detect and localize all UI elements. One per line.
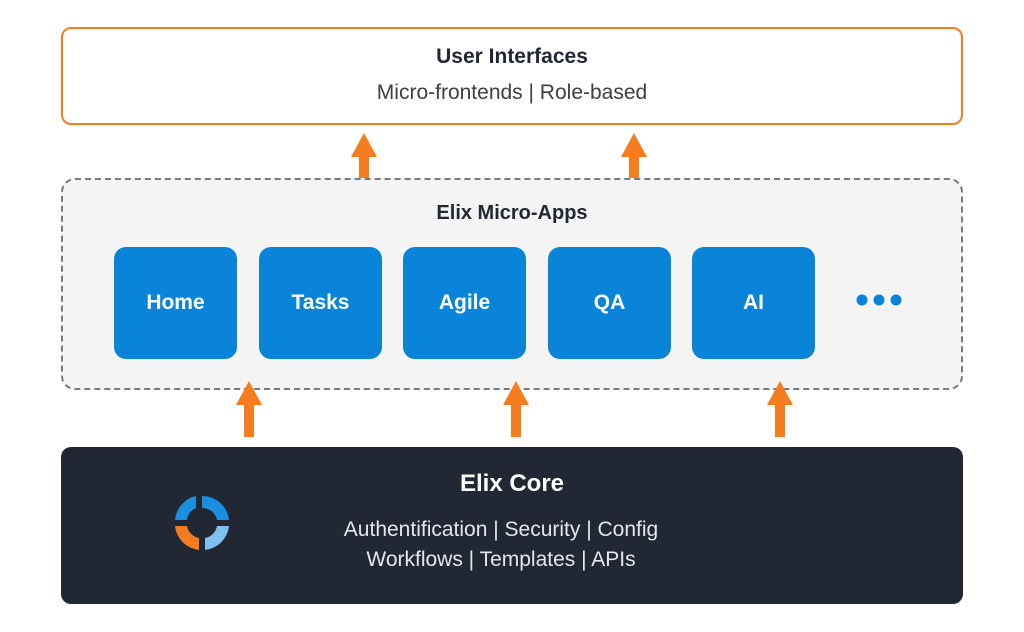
- up-arrow-icon: [503, 381, 529, 437]
- up-arrow-icon: [236, 381, 262, 437]
- elix-core-box: Elix Core Authentification | Security | …: [61, 447, 963, 604]
- app-tile-home[interactable]: Home: [114, 247, 237, 359]
- app-tile-qa[interactable]: QA: [548, 247, 671, 359]
- up-arrow-icon: [767, 381, 793, 437]
- app-tile-ai[interactable]: AI: [692, 247, 815, 359]
- elix-core-title: Elix Core: [459, 470, 565, 497]
- micro-apps-title: Elix Micro-Apps: [436, 202, 588, 224]
- app-tile-label: Home: [146, 291, 205, 314]
- up-arrow-icon: [621, 133, 647, 189]
- more-dots-icon: [856, 294, 902, 306]
- app-tile-tasks[interactable]: Tasks: [259, 247, 382, 359]
- app-tile-label: Tasks: [291, 291, 350, 314]
- app-tile-label: Agile: [438, 291, 491, 314]
- core-capabilities-line-2: Workflows | Templates | APIs: [366, 548, 636, 571]
- up-arrow-icon: [351, 133, 377, 189]
- core-capabilities-line-1: Authentification | Security | Config: [343, 518, 659, 541]
- app-tile-agile[interactable]: Agile: [403, 247, 526, 359]
- app-tile-label: AI: [743, 291, 764, 314]
- app-tile-label: QA: [593, 291, 626, 314]
- user-interfaces-box: User Interfaces Micro-frontends | Role-b…: [61, 27, 963, 125]
- user-interfaces-title: User Interfaces: [436, 45, 588, 68]
- elix-logo-icon: [175, 495, 229, 550]
- user-interfaces-subtitle: Micro-frontends | Role-based: [376, 81, 648, 104]
- micro-apps-container: Elix Micro-Apps Home Tasks Agile QA AI: [61, 178, 963, 390]
